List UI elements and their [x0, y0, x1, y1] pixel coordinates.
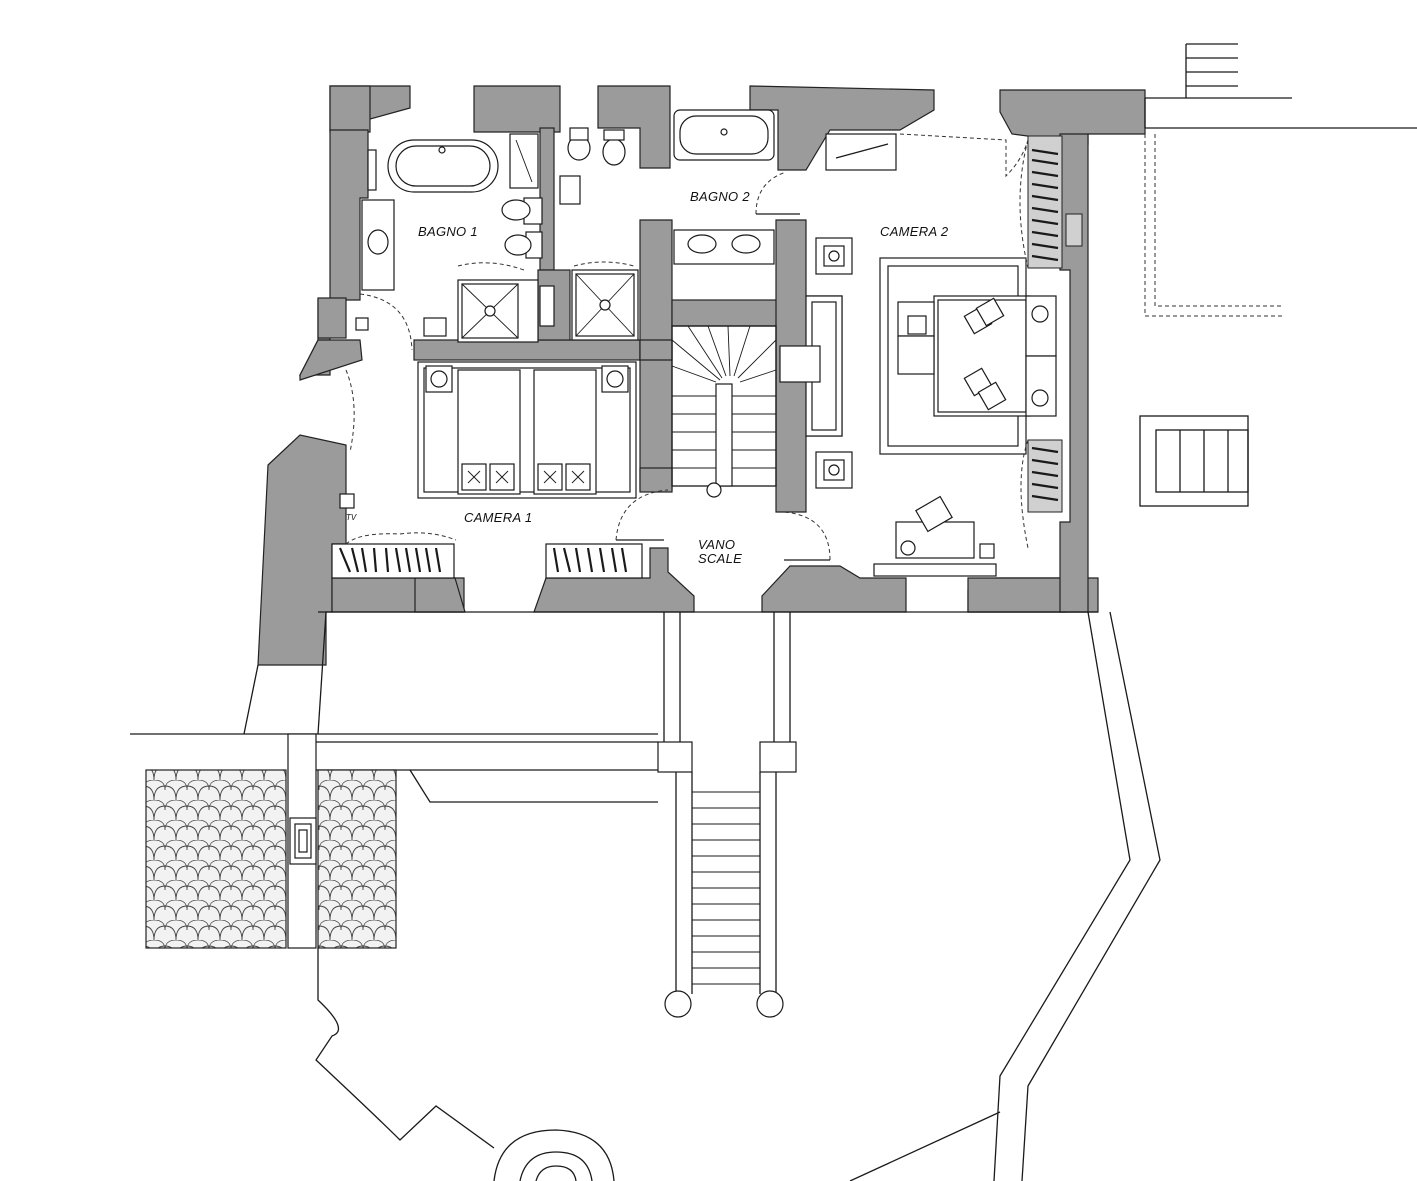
bagno2-fixtures — [559, 109, 800, 341]
bidet-1 — [501, 199, 531, 221]
wardrobe-camera1-b — [545, 543, 643, 579]
niche-block — [779, 345, 821, 383]
label-camera2: CAMERA 2 — [880, 224, 949, 239]
label-vano: VANO — [698, 537, 735, 552]
exterior-lower — [130, 611, 1161, 1181]
wall-top-seg3 — [597, 85, 671, 169]
wall-bottom-center-right — [761, 565, 907, 613]
tv-camera1 — [339, 493, 355, 509]
exterior-walls — [257, 85, 1146, 666]
partition-bath2-stair — [671, 299, 781, 327]
radiator-camera2 — [873, 563, 997, 577]
wall-left-pillar — [317, 297, 347, 339]
stairwell — [615, 325, 831, 561]
camera1-furniture — [331, 361, 643, 579]
label-tv: TV — [346, 513, 357, 522]
label-bagno1: BAGNO 1 — [418, 224, 478, 239]
label-camera1: CAMERA 1 — [464, 510, 532, 525]
roof-tiles-left — [145, 769, 287, 949]
nightstand-3 — [1025, 295, 1057, 357]
wall-corner-nw — [329, 85, 371, 133]
camera2-furniture — [815, 133, 1059, 577]
bidet-2 — [602, 138, 626, 166]
label-bagno2: BAGNO 2 — [690, 189, 750, 204]
wall-right-niche — [1065, 213, 1083, 247]
partition-stair-west-cap — [639, 339, 673, 361]
wc-1 — [504, 234, 532, 256]
label-scale: SCALE — [698, 551, 742, 566]
wall-left-notch — [299, 339, 363, 381]
wall-unit-camera2 — [825, 133, 897, 171]
radiator-bath2 — [559, 175, 581, 205]
tv-bath — [423, 317, 447, 337]
wall-top-seg2 — [473, 85, 561, 133]
wardrobe-camera1-a — [331, 543, 455, 579]
room-labels: BAGNO 1 BAGNO 2 CAMERA 2 CAMERA 1 VANO S… — [346, 189, 949, 566]
partition-stair-foot-w — [639, 467, 673, 493]
nightstand-4 — [1025, 355, 1057, 417]
wall-bottom-right-dots — [967, 577, 1067, 613]
roof-tiles-right — [317, 769, 397, 949]
partition-bath-bed1 — [413, 339, 641, 361]
bagno1-fixtures — [355, 133, 555, 351]
interior-walls — [413, 127, 1063, 513]
wall-right — [1059, 133, 1089, 613]
terrace-right — [1139, 43, 1417, 507]
